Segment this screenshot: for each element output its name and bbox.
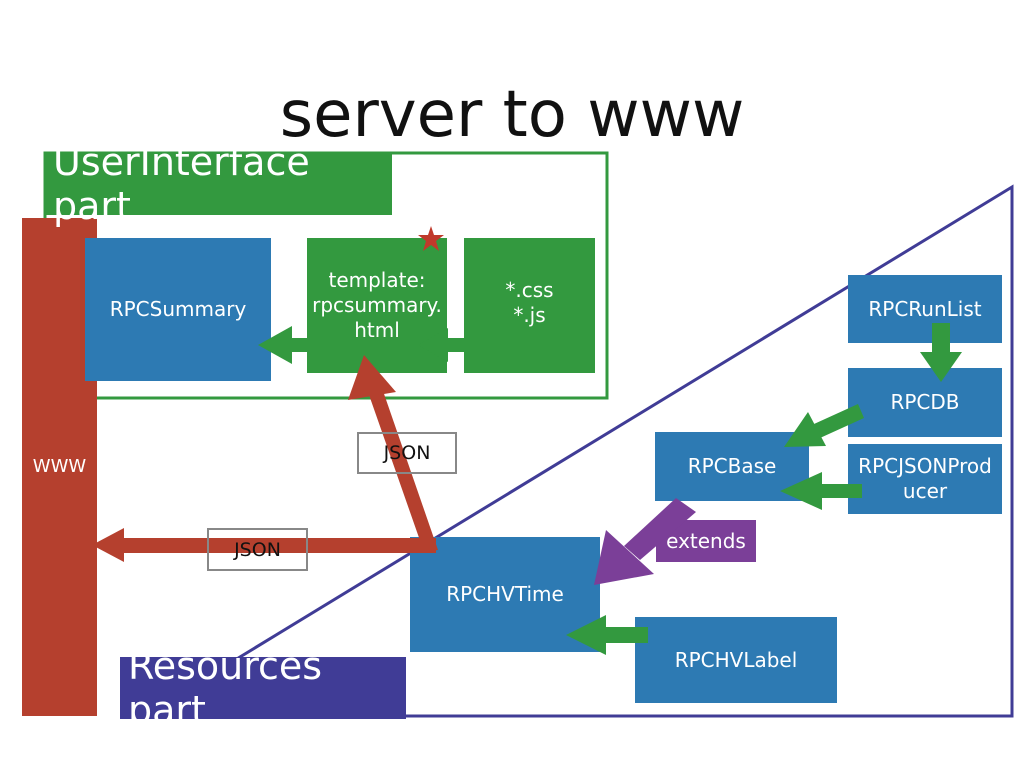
- node-rpc-hv-label-label: RPCHVLabel: [674, 647, 798, 672]
- json-label-left-text: JSON: [234, 538, 281, 561]
- ui-part-label: UserInterface part: [45, 140, 392, 228]
- node-rpc-summary[interactable]: RPCSummary: [85, 238, 271, 381]
- node-rpc-json-producer-line1: RPCJSONProd: [858, 454, 992, 478]
- arrow-json-to-www: [92, 528, 436, 562]
- node-rpc-hv-time[interactable]: RPCHVTime: [410, 537, 600, 652]
- extends-label: extends: [656, 520, 756, 562]
- node-rpc-hv-time-label: RPCHVTime: [446, 582, 564, 606]
- json-label-up: JSON: [357, 432, 457, 474]
- extends-label-text: extends: [666, 528, 746, 553]
- node-rpc-base-label: RPCBase: [687, 454, 777, 478]
- json-label-left: JSON: [207, 528, 308, 571]
- node-rpc-json-producer-line2: ucer: [902, 479, 948, 503]
- node-rpc-json-producer[interactable]: RPCJSONProd ucer: [848, 444, 1002, 514]
- resources-part-label-text: Resources part: [128, 644, 323, 732]
- node-assets-css: *.css: [505, 278, 554, 302]
- ui-part-label-text: UserInterface part: [53, 140, 310, 228]
- arrow-producer-to-base: [780, 472, 862, 510]
- node-rpc-run-list[interactable]: RPCRunList: [848, 275, 1002, 343]
- star-icon: [418, 226, 444, 251]
- node-rpc-summary-label: RPCSummary: [109, 297, 247, 321]
- arrow-runlist-to-db: [920, 323, 962, 382]
- node-rpc-db[interactable]: RPCDB: [848, 368, 1002, 437]
- node-rpc-db-label: RPCDB: [890, 390, 960, 414]
- arrow-db-to-base: [784, 404, 864, 447]
- arrow-hvlabel-to-hvtime: [566, 615, 648, 655]
- node-template-line3: html: [354, 318, 400, 342]
- resources-part-label: Resources part: [120, 644, 406, 732]
- json-label-up-text: JSON: [383, 442, 431, 464]
- arrow-assets-to-template: [418, 328, 485, 362]
- node-assets-js: *.js: [513, 303, 546, 327]
- node-template-line1: template:: [328, 268, 426, 292]
- arrow-extends: [594, 498, 696, 585]
- node-template-line2: rpcsummary.: [312, 293, 442, 317]
- arrow-template-to-summary: [258, 326, 328, 364]
- arrow-json-to-template: [348, 355, 438, 552]
- node-assets[interactable]: *.css *.js: [464, 238, 595, 373]
- node-rpc-run-list-label: RPCRunList: [868, 296, 982, 321]
- www-bar: WWW: [22, 218, 97, 716]
- www-label: WWW: [32, 455, 87, 477]
- node-rpc-hv-label[interactable]: RPCHVLabel: [635, 617, 837, 703]
- slide-title: server to www: [279, 78, 745, 152]
- node-template[interactable]: template: rpcsummary. html: [307, 238, 447, 373]
